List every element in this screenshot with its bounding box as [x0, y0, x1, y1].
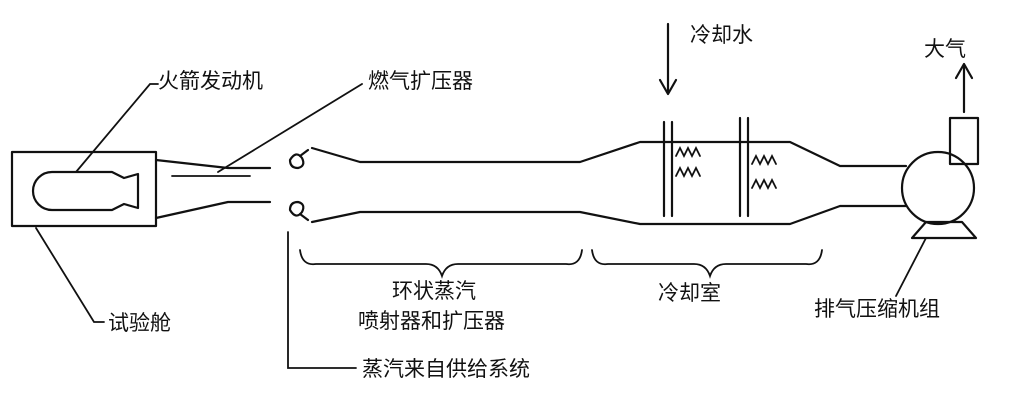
ejector-diffuser-bottom [310, 204, 908, 226]
cooling-pipe-1 [662, 120, 701, 218]
leader-exhaust-compressor [895, 237, 927, 297]
rocket-engine-shape [31, 170, 140, 212]
label-annular-ejector-2: 喷射器和扩压器 [358, 309, 505, 333]
label-annular-ejector-1: 环状蒸汽 [392, 279, 476, 303]
label-cooling-chamber: 冷却室 [658, 281, 721, 305]
leader-steam-supply [287, 231, 357, 369]
gas-diffuser-top [154, 158, 272, 170]
exhaust-compressor-base [910, 220, 978, 240]
label-test-cabin: 试验舱 [108, 311, 171, 335]
leader-rocket-engine [75, 83, 159, 173]
exhaust-compressor-circle [900, 150, 976, 226]
leader-gas-diffuser [217, 83, 363, 173]
label-gas-diffuser: 燃气扩压器 [368, 69, 473, 93]
atmosphere-arrow [954, 62, 974, 114]
steam-nozzle-lower [288, 200, 310, 222]
label-atmosphere: 大气 [924, 37, 966, 61]
gas-diffuser-bottom [154, 200, 272, 220]
bracket-ejector [299, 249, 583, 279]
leader-test-cabin [35, 227, 105, 323]
label-rocket-engine: 火箭发动机 [158, 69, 263, 93]
bracket-cooling [591, 249, 823, 279]
steam-nozzle-upper [288, 148, 310, 170]
label-exhaust-compressor: 排气压缩机组 [814, 297, 940, 321]
test-cabin-box [10, 150, 158, 228]
exhaust-outlet-stack [948, 116, 980, 166]
label-steam-supply: 蒸汽来自供给系统 [362, 357, 530, 381]
cooling-water-arrow [658, 22, 678, 96]
ejector-diffuser-top [310, 140, 908, 168]
label-cooling-water: 冷却水 [690, 23, 753, 47]
cooling-pipe-2 [738, 116, 777, 218]
